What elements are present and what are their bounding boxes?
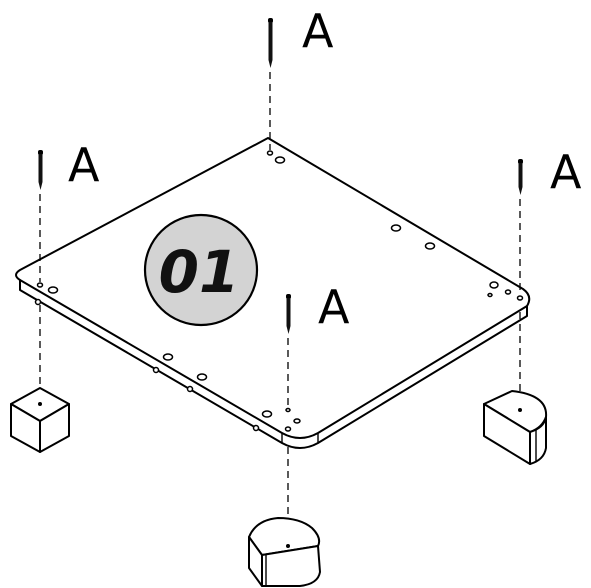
foot-round-right [483, 390, 548, 465]
label-screw-left: A [68, 138, 100, 192]
step-badge: 01 [143, 213, 259, 327]
screw-top: A [268, 4, 334, 150]
label-screw-right: A [550, 145, 582, 199]
label-screw-front: A [318, 280, 350, 334]
panel-holes [34, 150, 524, 432]
screw-icon [286, 294, 291, 334]
base-panel [15, 137, 531, 449]
foot-round-front [248, 517, 321, 587]
step-number: 01 [159, 238, 240, 306]
screw-icon [518, 159, 523, 195]
label-screw-top: A [302, 4, 334, 58]
foot-cube-left [10, 387, 70, 453]
screw-icon [38, 150, 43, 190]
screw-front: A [286, 280, 350, 545]
screw-right: A [518, 145, 582, 408]
screw-left: A [38, 138, 100, 398]
screw-icon [268, 18, 273, 68]
